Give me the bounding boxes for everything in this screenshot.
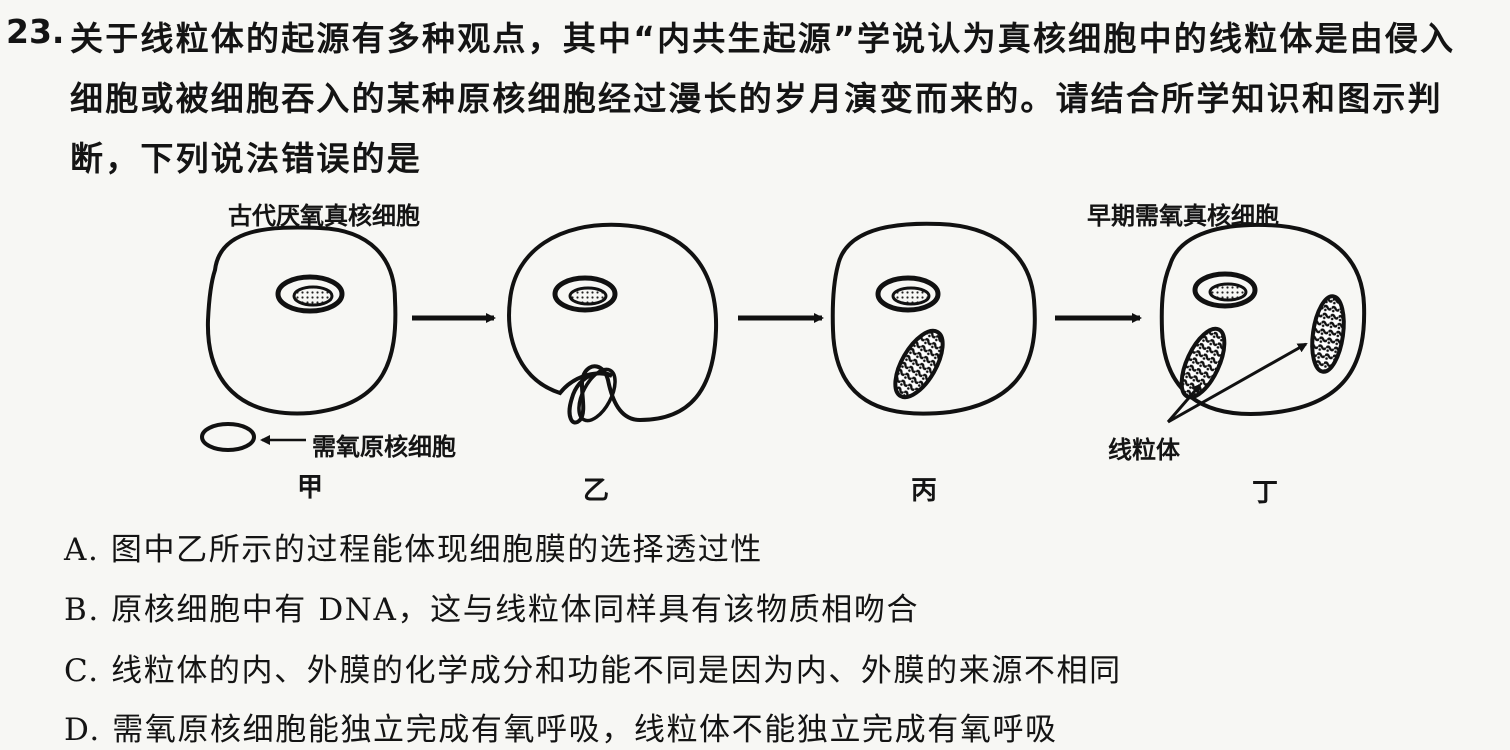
cell-jia [200,225,398,452]
cell-membrane [1159,222,1367,416]
mitochondrion [893,328,945,400]
nucleus [552,275,618,313]
option-c[interactable]: C. 线粒体的内、外膜的化学成分和功能不同是因为内、外膜的来源不相同 [64,653,1122,689]
label-early-aerobic-eukaryote: 早期需氧真核细胞 [1087,202,1279,230]
nucleus [1192,271,1258,309]
stage-label-yi: 乙 [583,476,610,506]
label-ancient-anaerobic-eukaryote: 古代厌氧真核细胞 [228,202,420,230]
option-a[interactable]: A. 图中乙所示的过程能体现细胞膜的选择透过性 [64,532,763,568]
stage-label-bing: 丙 [911,476,938,506]
option-b[interactable]: B. 原核细胞中有 DNA，这与线粒体同样具有该物质相吻合 [64,592,920,628]
mitochondrion [1179,326,1227,400]
nucleus [275,274,345,314]
stage-label-jia: 甲 [297,473,324,503]
cell-ding [1159,222,1367,424]
nucleus [875,275,941,313]
stage-label-ding: 丁 [1252,478,1279,508]
question-number: 23. [6,12,65,51]
question-stem-line-2: 细胞或被细胞吞入的某种原核细胞经过漫长的岁月演变而来的。请结合所学知识和图示判 [70,79,1443,118]
question-stem-line-3: 断，下列说法错误的是 [70,139,422,178]
label-mitochondria: 线粒体 [1108,436,1180,464]
question-stem-line-1: 关于线粒体的起源有多种观点，其中“内共生起源”学说认为真核细胞中的线粒体是由侵入 [70,19,1456,58]
cell-membrane [507,222,719,425]
engulfed-prokaryote [577,367,617,423]
cell-membrane [205,225,398,416]
cell-membrane [830,221,1037,416]
label-aerobic-prokaryote: 需氧原核细胞 [312,433,456,461]
mitochondria-pointer [1166,383,1202,423]
mitochondria-pointer [1167,342,1308,424]
cell-bing [830,221,1037,416]
prokaryote-cell [200,422,256,452]
option-d[interactable]: D. 需氧原核细胞能独立完成有氧呼吸，线粒体不能独立完成有氧呼吸 [64,712,1058,748]
cell-yi [507,222,719,425]
mitochondrion [1310,294,1346,374]
